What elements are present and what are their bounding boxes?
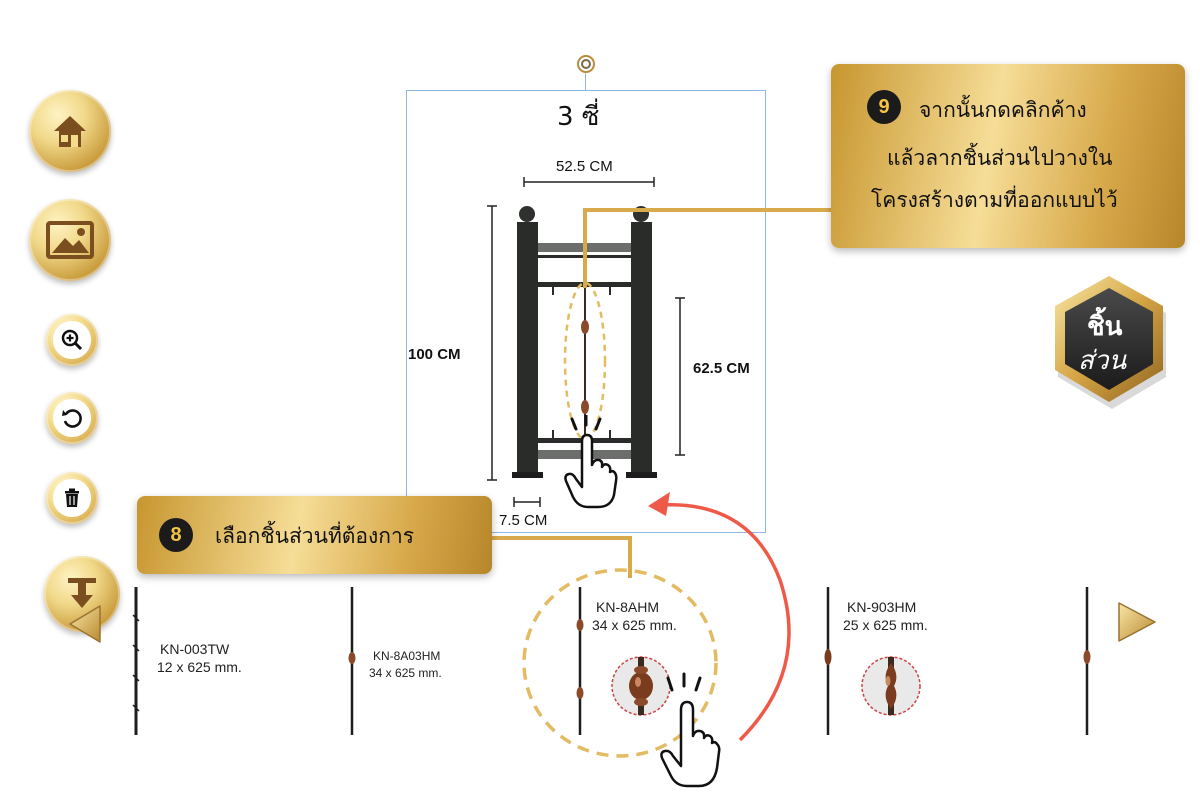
twisted-baluster-icon: [132, 587, 140, 735]
hand-pointer-icon: [564, 415, 618, 509]
home-button[interactable]: [29, 90, 111, 172]
rotate-handle[interactable]: [577, 55, 595, 73]
product-item[interactable]: KN-003TW 12 x 625 mm.: [125, 585, 325, 737]
step-9-line-3: โครงสร้างตามที่ออกแบบไว้: [871, 188, 1118, 212]
product-code: KN-003TW: [160, 641, 230, 657]
baluster-icon: [1083, 587, 1091, 735]
product-code: KN-8A03HM: [373, 649, 441, 663]
zoom-button[interactable]: [46, 314, 98, 366]
click-burst-icon: [666, 672, 702, 692]
trash-icon: [65, 488, 79, 507]
product-size: 34 x 625 mm.: [369, 666, 442, 680]
product-size: 12 x 625 mm.: [157, 659, 242, 675]
image-button[interactable]: [29, 199, 111, 281]
product-size: 34 x 625 mm.: [592, 617, 677, 633]
design-canvas-frame[interactable]: [406, 90, 766, 533]
product-item[interactable]: KN-8A03HM 34 x 625 mm.: [343, 585, 503, 737]
parts-hex-badge[interactable]: [1047, 272, 1171, 412]
product-item[interactable]: KN-903HM 25 x 625 mm.: [820, 585, 960, 737]
callout-8-leader-line: [490, 536, 632, 578]
baluster-icon: [824, 587, 832, 735]
zoom-in-icon: [61, 329, 83, 351]
base-dimension-label: 7.5 CM: [499, 512, 548, 529]
product-item-selected[interactable]: KN-8AHM 34 x 625 mm.: [570, 585, 710, 737]
height-dimension-label: 100 CM: [408, 346, 461, 363]
prev-arrow-icon[interactable]: [64, 602, 104, 646]
rotate-icon: [62, 409, 82, 428]
image-icon: [46, 221, 94, 259]
ornament-preview-icon: [611, 656, 671, 716]
hand-pointer-icon: [660, 700, 721, 788]
callout-step-8: 8 เลือกชิ้นส่วนที่ต้องการ: [137, 496, 492, 574]
step-8-text: เลือกชิ้นส่วนที่ต้องการ: [215, 524, 415, 548]
next-arrow-icon[interactable]: [1112, 598, 1160, 646]
step-8-number: 8: [159, 518, 193, 552]
callout-step-9: 9 จากนั้นกดคลิกค้าง แล้วลากชิ้นส่วนไปวาง…: [831, 64, 1185, 248]
drag-arrow-icon: [648, 492, 791, 742]
download-icon: [68, 578, 96, 608]
step-9-line-1: จากนั้นกดคลิกค้าง: [919, 98, 1087, 122]
step-9-number: 9: [867, 90, 901, 124]
canvas-title: 3 ซี่: [557, 102, 600, 132]
selection-dashed-circle: [522, 568, 718, 758]
product-code: KN-8AHM: [596, 599, 660, 615]
delete-button[interactable]: [46, 472, 98, 524]
rotate-handle-line: [585, 73, 586, 90]
badge-line-2: ส่วน: [1078, 346, 1127, 376]
step-9-line-2: แล้วลากชิ้นส่วนไปวางใน: [887, 146, 1113, 170]
callout-9-leader-line: [583, 208, 837, 288]
product-size: 25 x 625 mm.: [843, 617, 928, 633]
product-code: KN-903HM: [847, 599, 917, 615]
product-item[interactable]: [1080, 585, 1100, 737]
home-icon: [54, 116, 86, 147]
baluster-icon: [348, 587, 356, 735]
ornament-preview-icon: [861, 656, 921, 716]
baluster-icon: [576, 587, 584, 735]
inner-height-dimension-label: 62.5 CM: [693, 360, 750, 377]
width-dimension-label: 52.5 CM: [556, 158, 613, 175]
rotate-button[interactable]: [46, 392, 98, 444]
badge-line-1: ชิ้น: [1087, 312, 1123, 342]
